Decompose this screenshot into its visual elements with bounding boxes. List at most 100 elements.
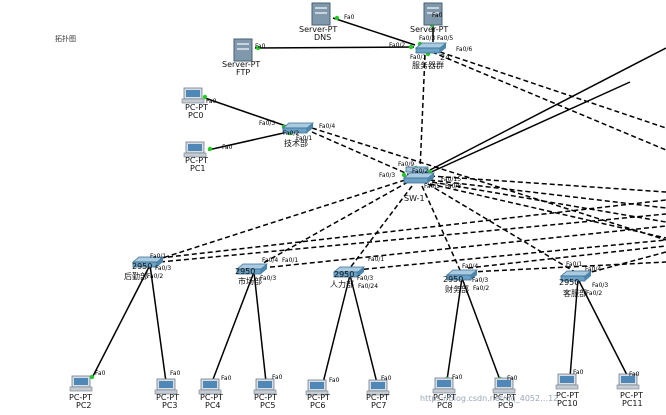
link-dashed <box>159 213 666 263</box>
port-label: Fa0 <box>255 43 266 50</box>
port-label: Fa0/1 <box>566 261 583 268</box>
link-solid <box>461 277 501 381</box>
pc-base <box>366 390 390 396</box>
pc-pc5[interactable] <box>253 378 277 395</box>
pc-screen <box>371 382 385 389</box>
server-web[interactable] <box>423 2 443 26</box>
pc1-model: PC-PT <box>185 156 209 165</box>
link-dashed <box>467 245 666 269</box>
pc-screen <box>159 381 173 388</box>
switch-sw_b[interactable] <box>235 263 269 275</box>
switch-tech_sw[interactable] <box>281 122 315 134</box>
port-label: Fa0/4 <box>462 263 479 270</box>
link-dashed <box>311 127 666 241</box>
link-dashed <box>421 185 461 271</box>
server-web-model: Server-PT <box>410 25 449 34</box>
pc2-name: PC2 <box>76 401 92 410</box>
pc8-name: PC8 <box>437 401 453 410</box>
port-label: Fa0 <box>381 375 392 382</box>
switch-sw_a[interactable] <box>131 256 165 268</box>
port-label: Fa0 <box>629 371 640 378</box>
drive-bay <box>427 7 439 9</box>
port-status-light <box>207 146 213 152</box>
link-solid <box>322 274 351 384</box>
link-dashed <box>427 183 576 273</box>
switch-tech-name: 技术部 <box>284 139 308 148</box>
switch-server_sw[interactable] <box>414 42 448 54</box>
link-solid <box>446 277 463 381</box>
pc-pc0[interactable] <box>181 87 205 104</box>
port-label: Fa0/3 <box>357 275 374 282</box>
pc-pc11[interactable] <box>616 373 640 390</box>
port-label: Fa0 <box>170 370 181 377</box>
pc7-model: PC-PT <box>366 393 390 402</box>
pc-pc9[interactable] <box>492 377 516 394</box>
pc-pc8[interactable] <box>432 377 456 394</box>
port-status-light <box>255 45 261 51</box>
pc-screen <box>497 380 511 387</box>
pc-pc4[interactable] <box>198 378 222 395</box>
port-label: Fa0 <box>222 144 233 151</box>
watermark: https://blog.csdn.net/qq_4052…12 <box>420 394 559 403</box>
port-label: Fa0/1 <box>150 253 167 260</box>
port-status-light <box>408 44 414 50</box>
link-dashed <box>419 54 426 171</box>
switch-side <box>261 264 267 274</box>
pc4-name: PC4 <box>205 401 221 410</box>
port-light-layer <box>89 15 630 385</box>
link-dashed <box>469 261 666 273</box>
device-layer[interactable] <box>69 2 640 396</box>
switch-sw_d[interactable] <box>445 269 479 281</box>
server-dns-model: Server-PT <box>299 25 338 34</box>
pc-pc10[interactable] <box>555 373 579 390</box>
port-label: Fa0/9 <box>398 161 415 168</box>
port-label: Fa0/5 <box>437 35 454 42</box>
port-label: Fa0/3 <box>379 172 396 179</box>
pc6-name: PC6 <box>310 401 326 410</box>
port-label: Fa0/6 <box>456 46 473 53</box>
switch-side <box>471 270 477 280</box>
pc10-model: PC-PT <box>556 391 580 400</box>
pc-pc7[interactable] <box>366 379 390 396</box>
port-label: Fa0 <box>95 370 106 377</box>
port-label: Fa0 <box>329 377 340 384</box>
link-dashed <box>159 199 666 259</box>
port-label: Fa0/3 <box>592 282 609 289</box>
switch-server-name: 服务器群 <box>412 61 444 70</box>
switch-core[interactable] <box>402 172 436 184</box>
pc-pc6[interactable] <box>305 379 329 396</box>
pc-pc1[interactable] <box>183 141 207 158</box>
port-label: Fa0/1 <box>282 257 299 264</box>
link-dashed <box>311 131 411 176</box>
port-status-light <box>89 374 95 380</box>
switch-side <box>358 267 364 277</box>
drive-bay <box>237 43 249 45</box>
pc-screen <box>437 380 451 387</box>
switch-sw_e[interactable] <box>559 270 593 282</box>
pc0-name: PC0 <box>188 111 204 120</box>
port-label: Fa0/3 <box>472 277 489 284</box>
link-solid <box>207 131 289 151</box>
switch-core-name: SW-1 <box>404 194 425 203</box>
switch-a-name: 后勤部 <box>124 272 148 281</box>
pc2-model: PC-PT <box>69 393 93 402</box>
pc-pc3[interactable] <box>154 378 178 395</box>
link-solid <box>417 81 631 179</box>
switch-e-name: 客服部 <box>563 289 587 298</box>
pc-pc2[interactable] <box>69 375 93 392</box>
pc-screen <box>621 376 635 383</box>
pc-base <box>181 98 205 104</box>
port-label: Fa0/1 <box>296 135 313 142</box>
pc1-name: PC1 <box>190 164 206 173</box>
pc9-model: PC-PT <box>493 393 517 402</box>
switch-server-model: 24 <box>440 53 451 62</box>
server-dns[interactable] <box>311 2 331 26</box>
server-ftp[interactable] <box>233 38 253 62</box>
pc-screen <box>258 381 272 388</box>
switch-sw_c[interactable] <box>332 266 366 278</box>
link-solid <box>254 46 415 49</box>
pc5-model: PC-PT <box>254 393 278 402</box>
link-solid <box>332 17 416 46</box>
drive-bay <box>315 12 327 14</box>
